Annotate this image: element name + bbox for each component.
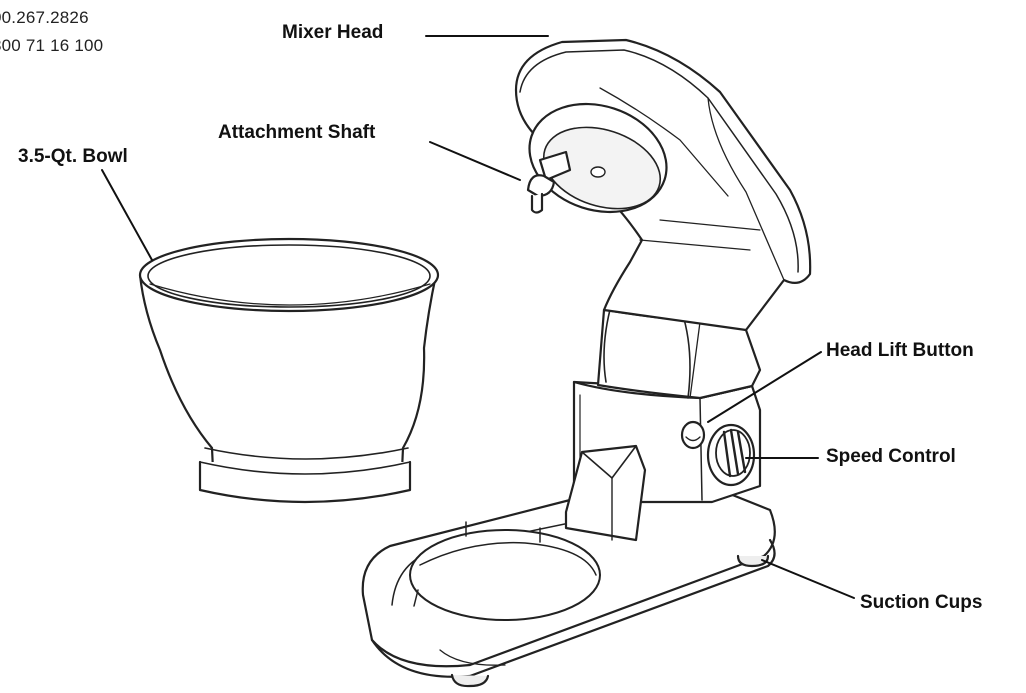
label-mixer-head: Mixer Head bbox=[282, 22, 384, 43]
leader-bowl bbox=[101, 169, 153, 261]
label-suction-cups: Suction Cups bbox=[860, 592, 983, 613]
mixer-base-illustration bbox=[361, 488, 776, 688]
leader-head-lift-button bbox=[707, 351, 822, 423]
phone-number-line-1: 00.267.2826 bbox=[0, 8, 89, 27]
label-speed-control: Speed Control bbox=[826, 446, 956, 467]
leader-attachment-shaft bbox=[429, 141, 521, 181]
mixer-body-illustration bbox=[564, 380, 762, 542]
label-attachment-shaft: Attachment Shaft bbox=[218, 122, 376, 143]
phone-number-line-2: 800 71 16 100 bbox=[0, 36, 104, 55]
leader-suction-cups bbox=[761, 559, 855, 599]
mixer-head-illustration bbox=[514, 38, 812, 332]
callout-leader-lines bbox=[101, 35, 855, 599]
label-head-lift-button: Head Lift Button bbox=[826, 340, 974, 361]
label-bowl: 3.5-Qt. Bowl bbox=[18, 146, 128, 167]
bowl-illustration bbox=[138, 237, 440, 504]
